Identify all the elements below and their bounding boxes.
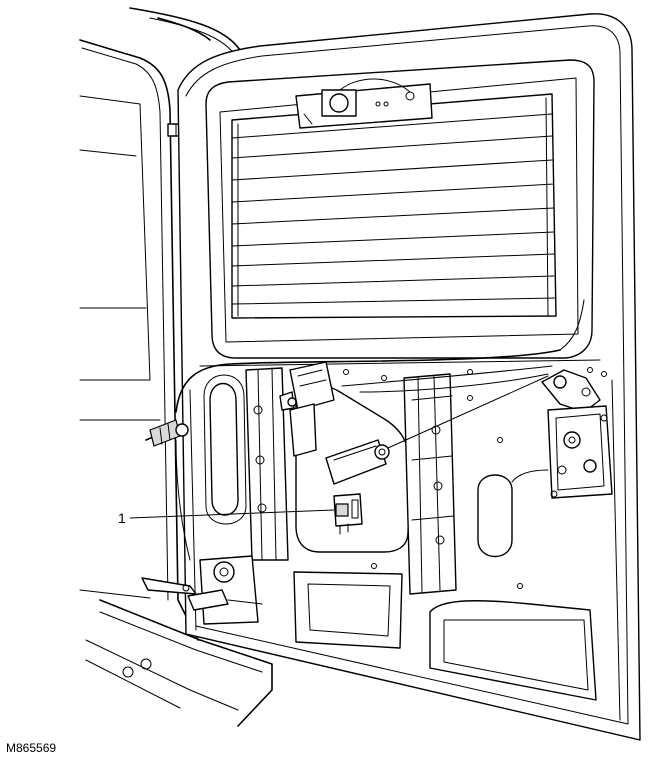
motor-unit [325,375,549,485]
latch-mechanism [511,369,613,499]
high-mount-lamp [295,78,433,129]
wiring-harness [145,299,585,561]
component-1 [333,493,363,535]
lock-actuator [279,361,335,457]
callout-label-1: 1 [118,510,126,526]
vehicle-body-opening [79,7,273,727]
figure-reference-code: M865569 [6,741,56,755]
door-glass [231,93,557,319]
handle-rod [141,577,263,611]
callout-leader-1 [129,509,335,519]
